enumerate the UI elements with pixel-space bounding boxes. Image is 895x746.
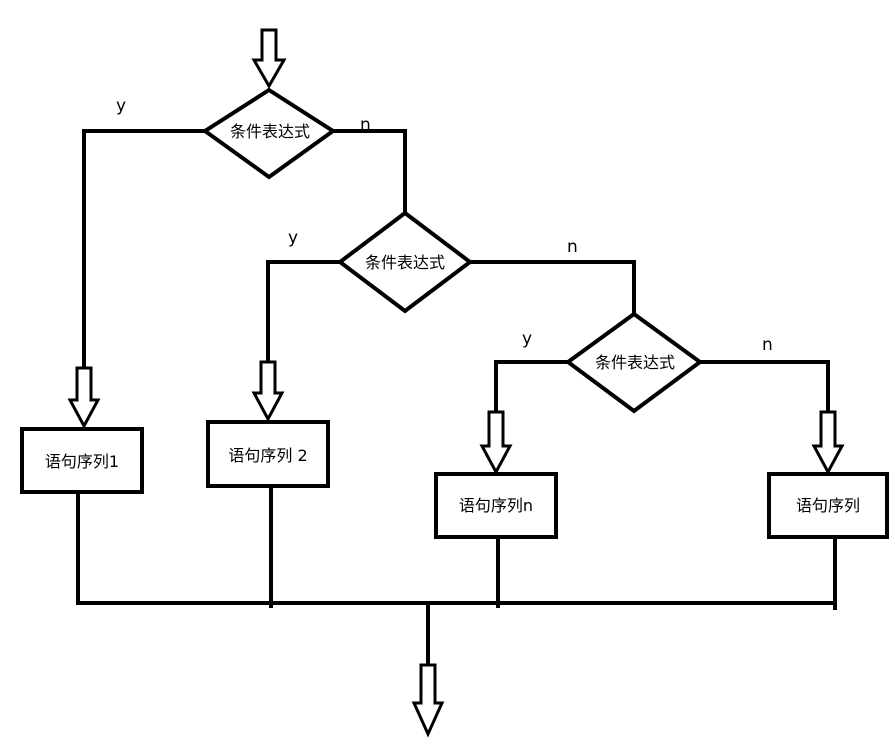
statement-box-1: 语句序列1: [20, 427, 144, 494]
decision-3: 条件表达式: [564, 311, 704, 414]
connector-d3-no: [698, 360, 830, 414]
statement-box-2: 语句序列 2: [206, 420, 330, 488]
arrow-down-icon: [479, 410, 513, 476]
decision-2-no-label: n: [567, 237, 578, 257]
decision-3-label: 条件表达式: [595, 353, 675, 372]
statement-4-label: 语句序列: [796, 496, 860, 515]
entry-arrow-icon: [251, 28, 287, 90]
connector-d1-yes: [82, 129, 207, 372]
statement-3-label: 语句序列n: [459, 496, 533, 515]
connector-d3-yes: [494, 360, 570, 414]
connector-d2-yes: [266, 260, 342, 364]
statement-1-label: 语句序列1: [45, 452, 119, 471]
statement-2-label: 语句序列 2: [228, 446, 307, 465]
decision-2-label: 条件表达式: [365, 253, 445, 272]
decision-1-no-label: n: [360, 115, 371, 135]
statement-box-4: 语句序列: [767, 472, 889, 539]
decision-1-label: 条件表达式: [230, 122, 310, 141]
connector-d1-no: [331, 129, 407, 214]
arrow-down-icon: [251, 360, 285, 423]
connector-d2-no: [468, 260, 636, 316]
arrow-down-icon: [67, 366, 101, 430]
decision-2-yes-label: y: [288, 228, 298, 248]
decision-3-yes-label: y: [522, 329, 532, 349]
decision-1: 条件表达式: [201, 87, 337, 180]
statement-box-3: 语句序列n: [434, 472, 558, 539]
decision-2: 条件表达式: [336, 210, 474, 314]
decision-1-yes-label: y: [116, 96, 126, 116]
arrow-down-icon: [811, 410, 845, 476]
exit-arrow-icon: [411, 663, 445, 738]
decision-3-no-label: n: [762, 335, 773, 355]
